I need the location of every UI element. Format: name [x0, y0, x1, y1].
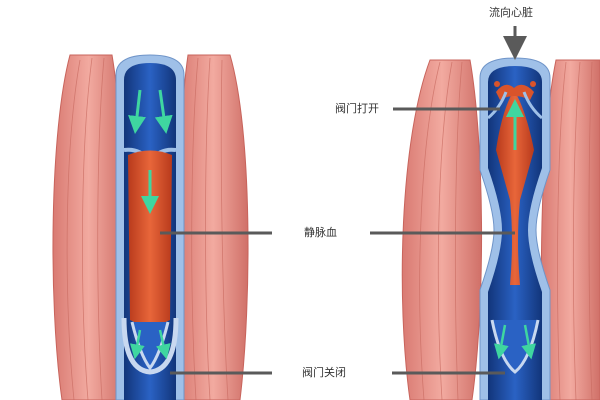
blood-column-right [496, 90, 534, 285]
right-panel [401, 57, 600, 400]
muscle-left-outer [52, 54, 125, 400]
flow-arrow-low-right [156, 329, 171, 360]
blood-column-left [128, 150, 172, 325]
flow-arrow-top-right [154, 89, 173, 134]
label-flow-to-heart: 流向心脏 [489, 6, 533, 19]
flow-arrow-low-left-r [493, 324, 509, 360]
lower-valve-closed [121, 317, 179, 375]
upper-valve-open [487, 91, 543, 120]
label-valve-closed: 阀门关闭 [302, 366, 346, 379]
flow-arrow-low-right-r [521, 324, 537, 360]
label-valve-open: 阀门打开 [335, 102, 379, 115]
flow-arrow-top-left [128, 89, 146, 134]
left-panel [52, 54, 249, 400]
muscle-left-inner [177, 54, 249, 400]
label-venous-blood: 静脉血 [304, 226, 337, 239]
muscle-right-outer [401, 59, 483, 400]
flow-arrow-low-left [129, 329, 145, 360]
